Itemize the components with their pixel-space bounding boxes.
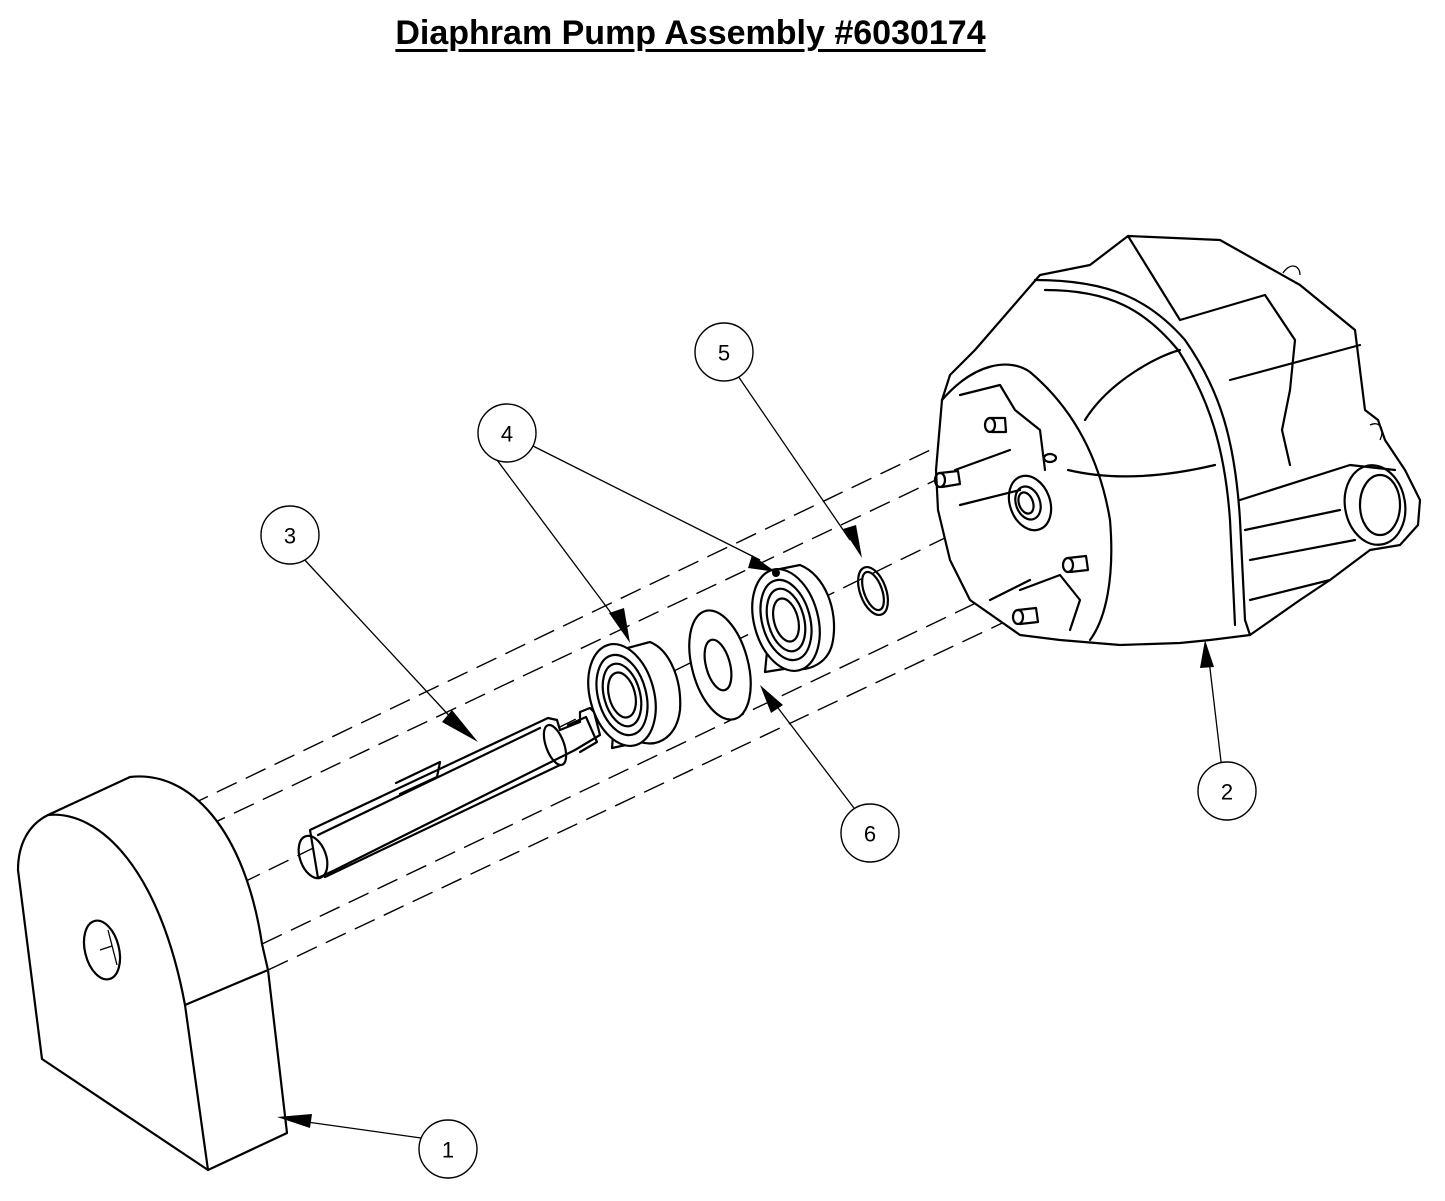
callout-balloon-6: 6 [840,803,900,863]
callout-number: 4 [501,422,513,447]
leader-lines [277,375,1223,1139]
callout-number: 1 [442,1138,454,1163]
part-6-spacer-washer [688,609,752,721]
callout-balloon-1: 1 [418,1119,478,1179]
callout-balloon-3: 3 [260,505,320,565]
callout-number: 5 [718,341,730,366]
callout-balloon-4: 4 [477,403,537,463]
part-2-pump-housing [933,234,1422,647]
callout-number: 3 [284,524,296,549]
part-4-bearing-left [587,640,682,750]
part-4-bearing-right [751,563,836,674]
part-3-shaft [297,706,602,880]
callout-balloon-2: 2 [1197,761,1257,821]
callout-balloon-5: 5 [694,322,754,382]
drawing-title: Diaphram Pump Assembly #6030174 [395,14,986,52]
part-5-retaining-ring [856,565,890,617]
part-1-base-block [16,775,289,1172]
callout-number: 6 [864,822,876,847]
callout-number: 2 [1221,780,1233,805]
